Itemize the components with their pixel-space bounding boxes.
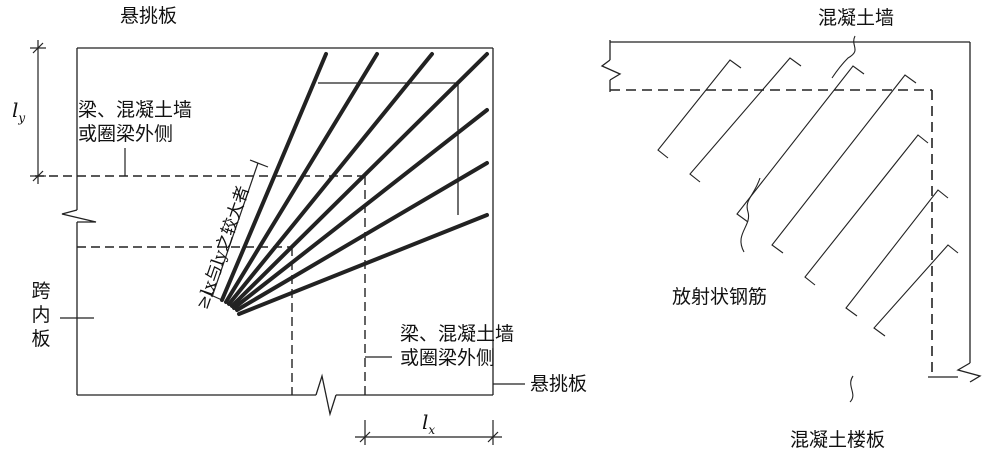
cantilever-top-label: 悬挑板	[120, 5, 178, 27]
right-figure-lines	[600, 40, 982, 383]
wall-label: 混凝土墙	[818, 7, 895, 29]
ly-letter: l	[12, 98, 19, 122]
lx-dimension	[355, 420, 502, 445]
left-leaders	[60, 148, 525, 385]
inner-span-label: 跨 内 板	[31, 280, 51, 350]
lx-letter: l	[422, 410, 429, 434]
lx-subscript: x	[428, 423, 436, 437]
right-leaders	[740, 35, 856, 403]
right-figure-dashed	[610, 89, 933, 378]
cantilever-right-label: 悬挑板	[530, 373, 588, 395]
left-figure-lines	[61, 47, 494, 417]
ly-dimension	[30, 40, 46, 184]
beam-edge-top-label: 梁、混凝土墙 或圈梁外侧	[78, 99, 193, 145]
radial-length-dimension	[203, 159, 269, 301]
left-figure-dashed-lines	[35, 175, 366, 395]
ly-subscript: y	[18, 111, 26, 125]
beam-edge-bottom-label: 梁、混凝土墙 或圈梁外侧	[400, 323, 515, 369]
slab-label: 混凝土楼板	[790, 429, 886, 451]
radial-bars-left	[220, 52, 489, 316]
radial-bars-label: 放射状钢筋	[672, 286, 768, 308]
radial-bars-right	[657, 57, 959, 337]
lx-label: lx	[422, 410, 435, 442]
ly-label: ly	[12, 98, 25, 130]
